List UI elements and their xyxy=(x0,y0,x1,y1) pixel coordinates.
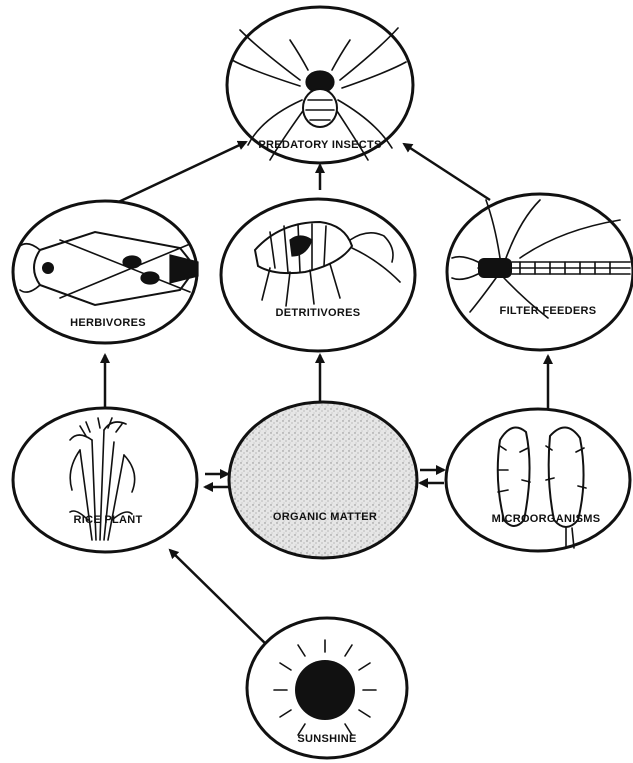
node-herbivores: HERBIVORES xyxy=(13,201,198,343)
arrow-herbivores-to-predators xyxy=(112,142,246,205)
node-detritivores: DETRITIVORES xyxy=(221,199,415,351)
organic-matter-label: ORGANIC MATTER xyxy=(273,511,377,523)
node-sunshine: SUNSHINE xyxy=(247,618,407,758)
detritivores-label: DETRITIVORES xyxy=(276,307,361,319)
node-predators: PREDATORY INSECTS xyxy=(227,7,413,163)
herbivores-label: HERBIVORES xyxy=(70,317,146,329)
sunshine-label: SUNSHINE xyxy=(297,733,356,745)
microorganisms-label: MICROORGANISMS xyxy=(492,513,601,525)
node-microorganisms: MICROORGANISMS xyxy=(446,409,630,551)
predators-label: PREDATORY INSECTS xyxy=(258,139,381,151)
filter-feeders-label: FILTER FEEDERS xyxy=(500,305,597,317)
arrow-filterfeeders-to-predators xyxy=(404,144,490,200)
arrow-sunshine-to-riceplant xyxy=(170,550,272,650)
rice-plant-label: RICE PLANT xyxy=(74,514,143,526)
node-filter-feeders: FILTER FEEDERS xyxy=(447,194,633,350)
node-rice-plant: RICE PLANT xyxy=(13,408,197,552)
node-organic-matter: ORGANIC MATTER xyxy=(229,402,417,558)
